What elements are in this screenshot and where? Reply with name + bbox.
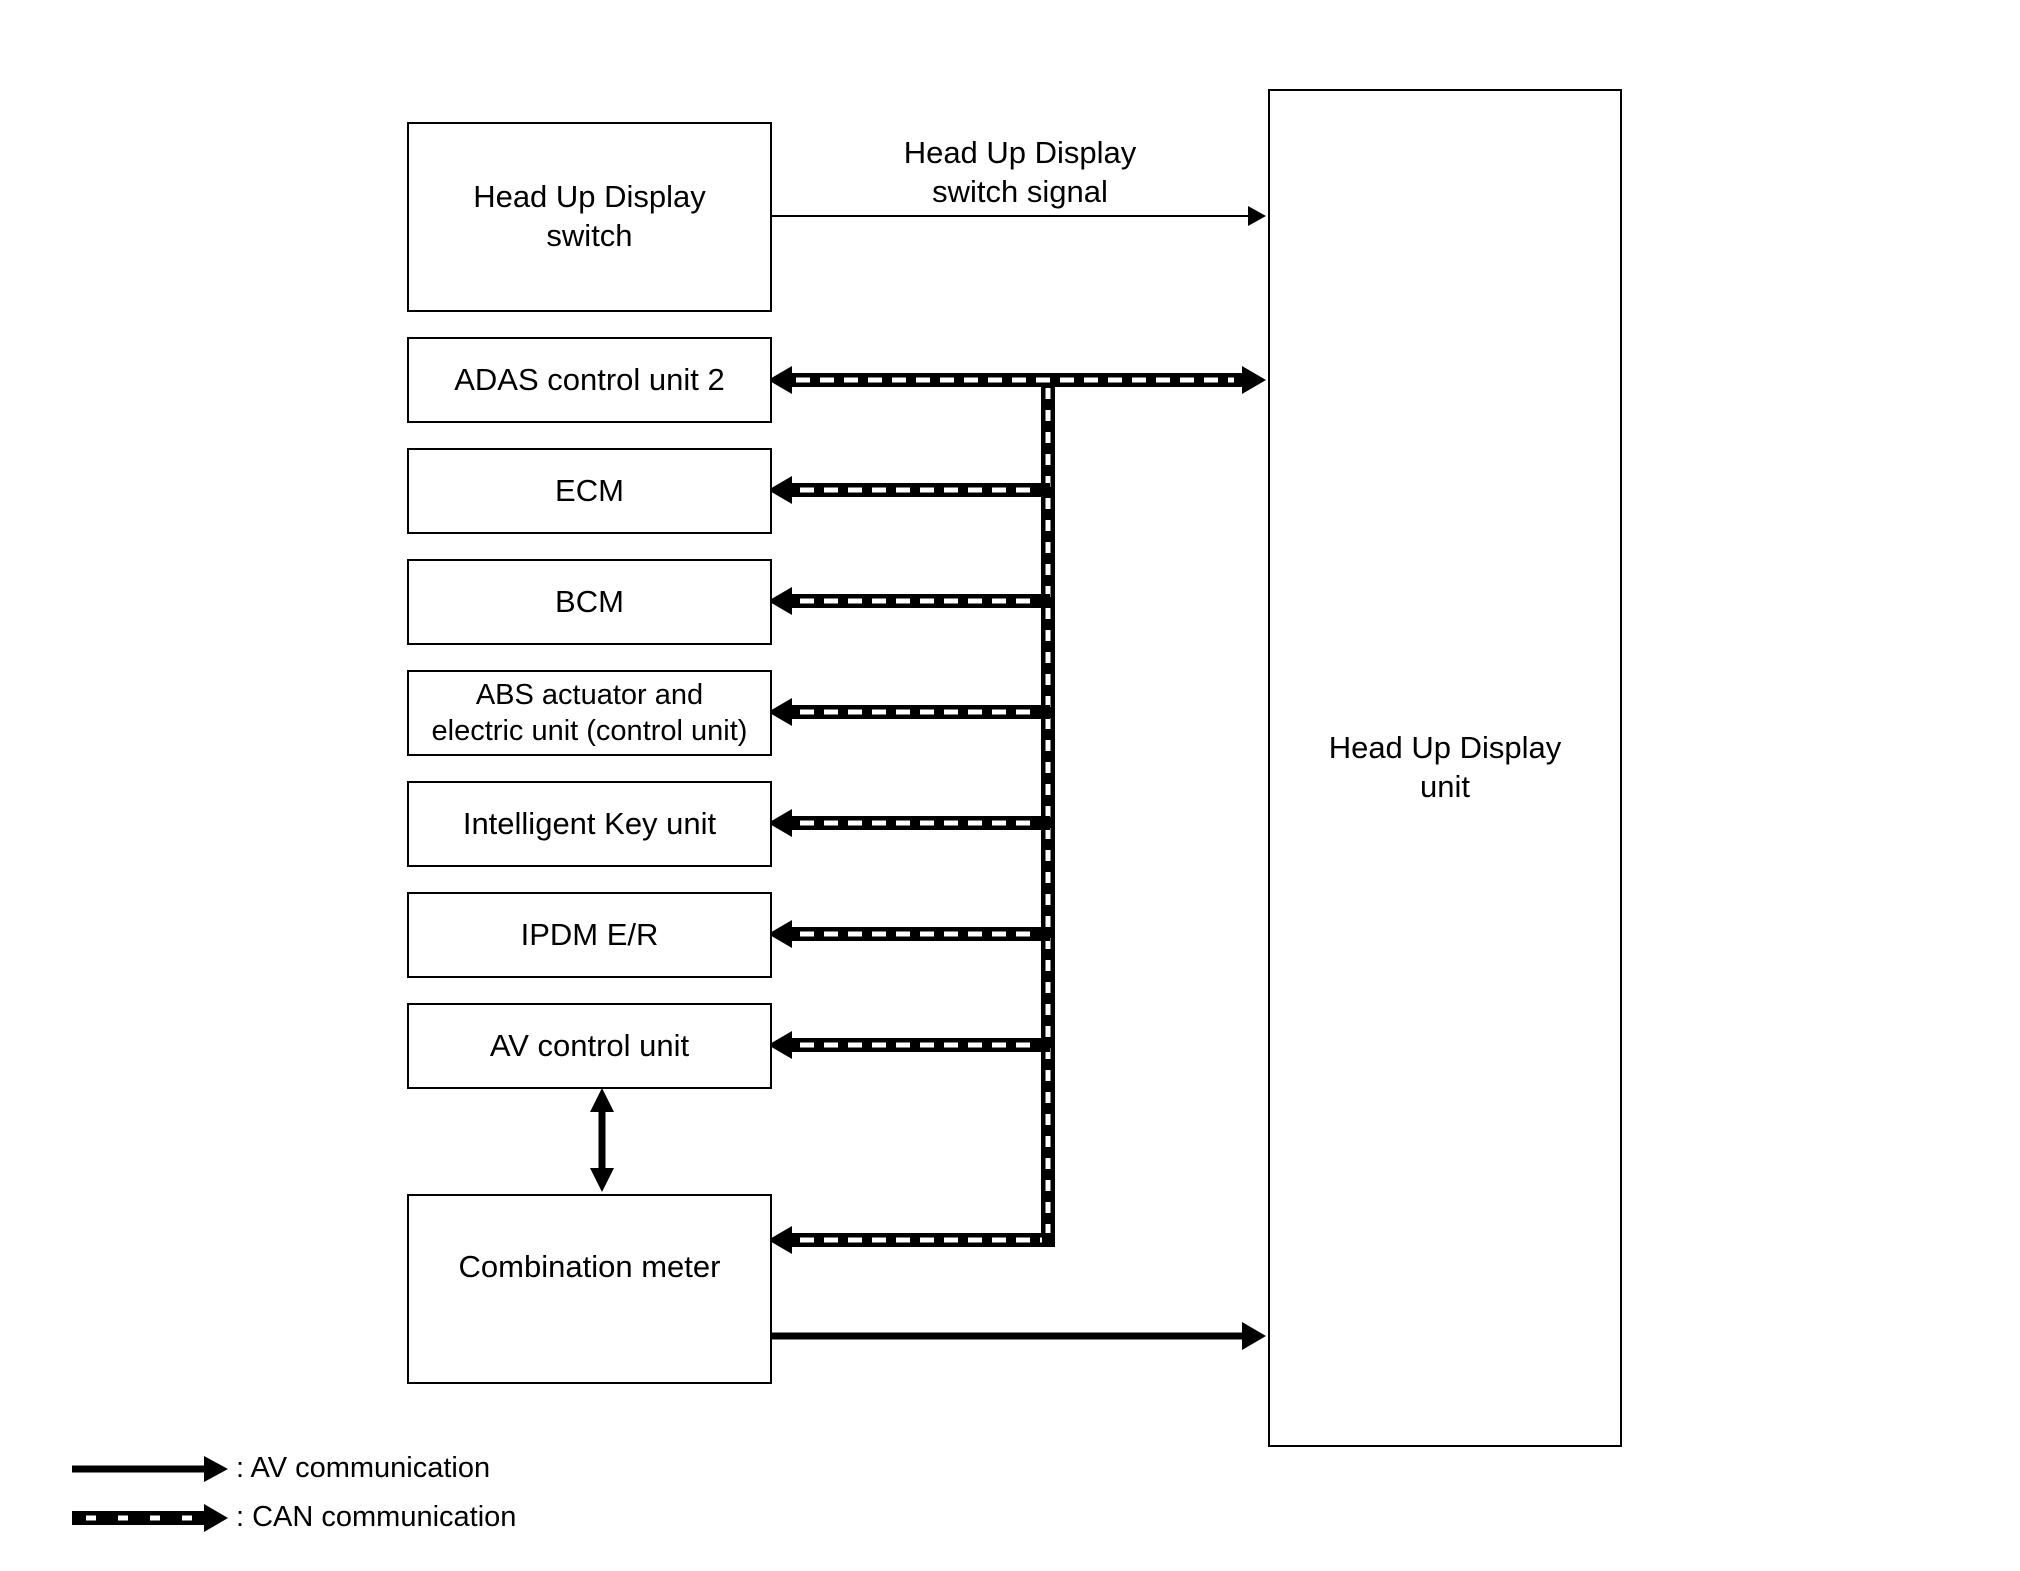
adas-control-unit-box: ADAS control unit 2 xyxy=(407,337,772,423)
legend-av-label: : AV communication xyxy=(236,1452,491,1484)
can-branch-ecm xyxy=(768,476,1050,504)
hud-switch-box: Head Up Display switch xyxy=(407,122,772,312)
combination-meter-box: Combination meter xyxy=(407,1194,772,1384)
legend-can-symbol xyxy=(72,1504,228,1532)
ipdm-er-label: IPDM E/R xyxy=(520,916,659,952)
can-branch-abs xyxy=(768,698,1050,726)
av-link-hud xyxy=(770,1322,1266,1350)
can-branch-bcm xyxy=(768,587,1050,615)
switch-signal-label: Head Up Display switch signal xyxy=(903,135,1137,209)
can-branch-combination-meter xyxy=(768,1226,1055,1254)
can-branch-ipdm xyxy=(768,920,1050,948)
can-branch-intelligent-key xyxy=(768,809,1050,837)
adas-control-unit-label: ADAS control unit 2 xyxy=(454,361,725,397)
intelligent-key-unit-label: Intelligent Key unit xyxy=(462,805,717,841)
bcm-label: BCM xyxy=(555,583,624,619)
av-link-vertical xyxy=(590,1088,614,1192)
hud-switch-label: Head Up Display switch xyxy=(473,179,706,253)
combination-meter-label: Combination meter xyxy=(458,1248,721,1284)
can-branch-av xyxy=(768,1031,1050,1059)
ipdm-er-box: IPDM E/R xyxy=(407,892,772,978)
av-control-unit-box: AV control unit xyxy=(407,1003,772,1089)
abs-actuator-label: ABS actuator and electric unit (control … xyxy=(431,678,748,747)
can-branches xyxy=(768,476,1055,1254)
switch-signal-arrowhead xyxy=(1248,206,1266,226)
abs-actuator-box: ABS actuator and electric unit (control … xyxy=(407,670,772,756)
can-line-hud-unit xyxy=(768,366,1266,394)
hud-unit-label: Head Up Display unit xyxy=(1328,730,1562,804)
legend-av-symbol xyxy=(72,1456,228,1482)
hud-unit-box: Head Up Display unit xyxy=(1268,89,1622,1447)
av-control-unit-label: AV control unit xyxy=(489,1027,690,1063)
intelligent-key-unit-box: Intelligent Key unit xyxy=(407,781,772,867)
legend-can-label: : CAN communication xyxy=(236,1501,517,1533)
bcm-box: BCM xyxy=(407,559,772,645)
ecm-label: ECM xyxy=(555,472,624,508)
ecm-box: ECM xyxy=(407,448,772,534)
